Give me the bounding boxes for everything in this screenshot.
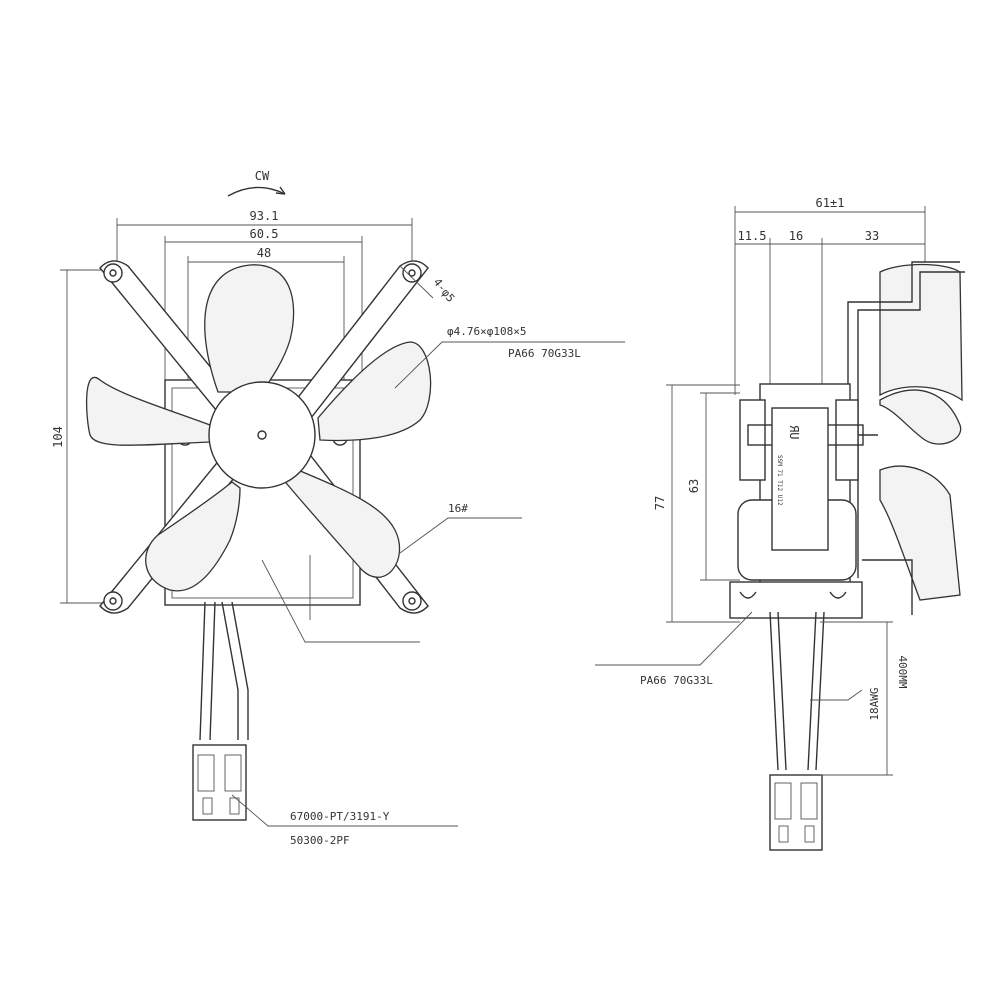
rotation-arrow-icon [227,186,286,197]
fan-blade [317,341,432,442]
fan-blade [280,469,401,578]
ul-mark: ЯU [787,425,801,439]
hole-callout: 4-φ5 [431,276,458,305]
mount-hole-icon [402,263,422,283]
fan-impeller [85,264,432,592]
blade-spec: φ4.76×φ108×5 [447,325,526,338]
dim-height-inner: 63 [687,479,701,493]
fan-blade [145,481,241,592]
lead-wire [769,611,787,771]
lead-wire [807,611,825,771]
front-view: CW 93.1 60.5 48 104 [51,169,625,847]
dim-height-outer: 77 [653,496,667,510]
lead-length: 400MM [896,655,909,688]
fan-blade [85,376,211,446]
shaft-icon [257,430,267,440]
dim-seg-c: 33 [865,229,879,243]
terminal-part: 67000-PT/3191-Y [290,810,390,823]
dim-total-depth: 61±1 [816,196,845,210]
dim-motor-width: 48 [257,246,271,260]
housing-material: PA66 70G33L [640,674,713,687]
connector-part: 50300-2PF [290,834,350,847]
lead-wire [221,601,249,740]
wire-connector [192,744,247,821]
mount-hole-icon [402,591,422,611]
rotation-label: CW [255,169,270,183]
nameplate [771,407,829,551]
side-wire-gauge: 18AWG [868,687,881,720]
fan-impeller-side [879,263,963,601]
lead-wire [199,601,216,741]
fan-hub [208,381,316,489]
side-view: 61±1 11.5 16 33 77 63 [595,196,965,851]
bearing-left [739,399,766,481]
dim-overall-width: 93.1 [250,209,279,223]
dim-height: 104 [51,426,65,448]
fan-blade [204,264,295,393]
dim-seg-b: 16 [789,229,803,243]
bearing-right [835,399,859,481]
mount-hole-icon [103,591,123,611]
nameplate-text: SSM 71 T12 U12 [776,455,783,506]
dim-hole-spacing: 60.5 [250,227,279,241]
dim-seg-a: 11.5 [738,229,767,243]
blade-material: PA66 70G33L [508,347,581,360]
mount-hole-icon [103,263,123,283]
wire-gauge: 16# [448,502,468,515]
terminal-block [729,581,863,619]
